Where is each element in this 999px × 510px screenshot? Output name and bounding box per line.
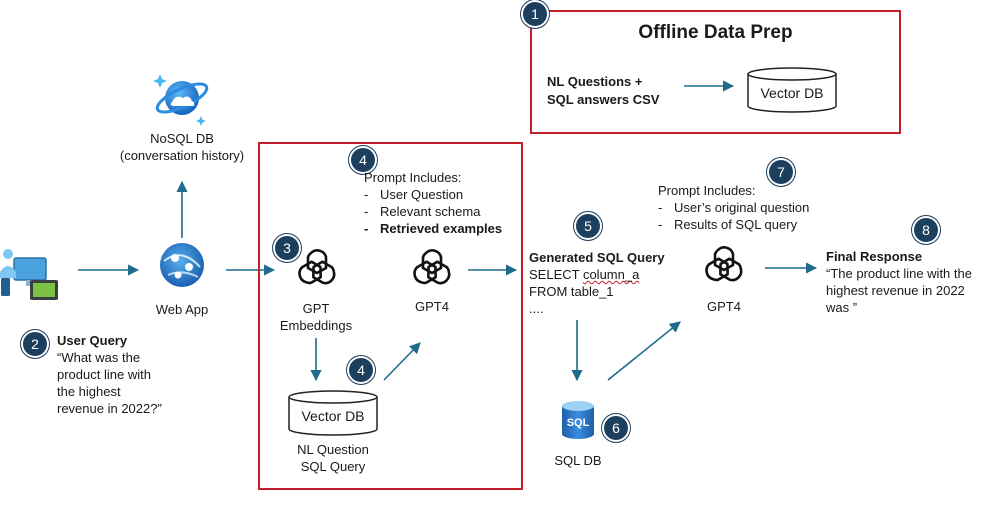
step-badge-7: 7: [769, 160, 793, 184]
database-cylinder-icon: [288, 390, 378, 436]
generated-sql-line2: FROM table_1: [529, 284, 614, 299]
offline-title: Offline Data Prep: [638, 22, 793, 43]
embeddings-label-line1: GPT: [302, 301, 330, 316]
step-badge-4-vectordb: 4: [349, 358, 373, 382]
step-badge-1: 1: [523, 2, 547, 26]
prompt1-item: User Question: [364, 186, 502, 203]
web-app-label: Web App: [155, 302, 209, 317]
final-response-heading: Final Response: [826, 249, 923, 264]
vector-db-main-label: Vector DB: [301, 408, 365, 424]
generated-sql-heading: Generated SQL Query: [529, 250, 665, 265]
openai-logo-icon: [703, 245, 745, 287]
user-query-heading: User Query: [57, 333, 128, 348]
nosql-label-line2: (conversation history): [119, 148, 245, 163]
user-device-icon: [0, 244, 60, 302]
user-query-line: “What was the: [57, 350, 141, 365]
openai-logo-icon: [296, 248, 338, 290]
sql-column-name: column_a: [582, 267, 640, 282]
step-badge-6: 6: [604, 416, 628, 440]
offline-data-prep-box: Offline Data Prep NL Questions + SQL ans…: [530, 10, 901, 134]
final-response-line: “The product line with the: [826, 266, 972, 281]
vector-db-main: Vector DB: [287, 389, 379, 437]
user-query-line: product line with: [57, 367, 151, 382]
offline-source-line2: SQL answers CSV: [547, 92, 660, 107]
generated-sql-line3: ....: [529, 301, 544, 316]
sql-icon-text: SQL: [567, 417, 590, 429]
final-response-line: was ”: [826, 300, 858, 315]
prompt1-list: User Question Relevant schema Retrieved …: [364, 186, 502, 237]
database-cylinder-icon: [747, 67, 837, 113]
prompt2-item: User’s original question: [658, 199, 809, 216]
prompt2-heading: Prompt Includes:: [658, 183, 756, 198]
arrow-vectordb-to-gpt4: [383, 342, 421, 381]
step-badge-4-prompt: 4: [351, 148, 375, 172]
sql-database-icon: SQL: [561, 400, 595, 440]
nosql-label-line1: NoSQL DB: [150, 131, 214, 146]
arrow-sqldb-to-gpt4: [607, 321, 681, 381]
sql-select-keyword: SELECT: [529, 267, 583, 282]
offline-source-line1: NL Questions +: [547, 74, 643, 89]
step-badge-2: 2: [23, 332, 47, 356]
offline-vector-db: Vector DB: [746, 66, 838, 114]
nosql-cosmos-icon: [152, 70, 212, 126]
step-badge-8: 8: [914, 218, 938, 242]
generated-sql-line1: SELECT column_a: [529, 266, 639, 283]
step-badge-5: 5: [576, 214, 600, 238]
gpt4-right-label: GPT4: [707, 299, 741, 314]
gpt4-left-label: GPT4: [415, 299, 449, 314]
prompt1-heading: Prompt Includes:: [364, 170, 462, 185]
openai-logo-icon: [411, 248, 453, 290]
prompt2-item: Results of SQL query: [658, 216, 809, 233]
vector-db-caption-line2: SQL Query: [300, 459, 366, 474]
prompt2-list: User’s original question Results of SQL …: [658, 199, 809, 233]
vector-db-caption-line1: NL Question: [297, 442, 369, 457]
step-badge-3: 3: [275, 236, 299, 260]
embeddings-label-line2: Embeddings: [279, 318, 353, 333]
user-query-line: revenue in 2022?”: [57, 401, 162, 416]
user-query-line: the highest: [57, 384, 121, 399]
web-app-icon: [158, 241, 206, 289]
sql-db-label: SQL DB: [554, 453, 602, 468]
rag-pipeline-box: [258, 142, 523, 490]
prompt1-item: Relevant schema: [364, 203, 502, 220]
final-response-line: highest revenue in 2022: [826, 283, 965, 298]
prompt1-item: Retrieved examples: [364, 220, 502, 237]
offline-vector-db-label: Vector DB: [760, 85, 824, 101]
